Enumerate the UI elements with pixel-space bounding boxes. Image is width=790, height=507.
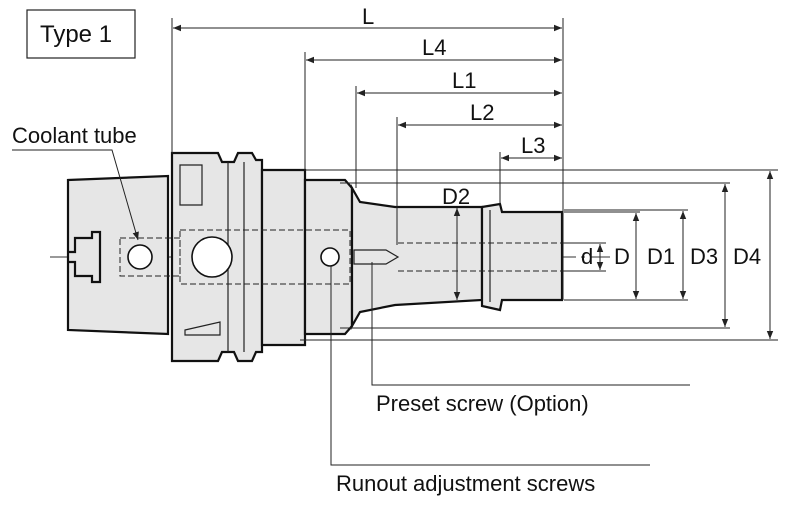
type-label-box <box>26 9 136 59</box>
clamp-port <box>191 236 233 278</box>
dim-label-L: L <box>362 4 374 29</box>
preset-screw <box>353 249 400 265</box>
dim-label-L3: L3 <box>521 133 545 158</box>
callout-runout-screws: Runout adjustment screws <box>336 471 595 496</box>
holder-body <box>260 168 307 347</box>
flange-slot <box>179 164 203 206</box>
coolant-tube-outline <box>119 237 181 277</box>
flange-slot-lower <box>184 321 221 336</box>
callout-preset-screw: Preset screw (Option) <box>376 391 589 416</box>
leader-coolant-tube <box>12 149 139 241</box>
dim-label-D1: D1 <box>647 244 675 269</box>
dim-label-d: d <box>581 244 593 269</box>
dim-label-L4: L4 <box>422 35 446 60</box>
leader-runout-screws <box>330 266 650 466</box>
callout-coolant-tube: Coolant tube <box>12 123 137 148</box>
dim-label-D3: D3 <box>690 244 718 269</box>
holder-tip <box>480 202 564 312</box>
type-label: Type 1 <box>40 21 112 48</box>
dim-label-L2: L2 <box>470 100 494 125</box>
runout-screw-hole <box>320 247 340 267</box>
dim-label-D4: D4 <box>733 244 761 269</box>
dim-label-D2: D2 <box>442 184 470 209</box>
internal-bore <box>179 229 351 285</box>
dim-label-L1: L1 <box>452 68 476 93</box>
dim-label-D: D <box>614 244 630 269</box>
coolant-tube-port <box>127 244 153 270</box>
taper-shank <box>66 174 170 336</box>
leader-preset-screw <box>371 262 690 386</box>
